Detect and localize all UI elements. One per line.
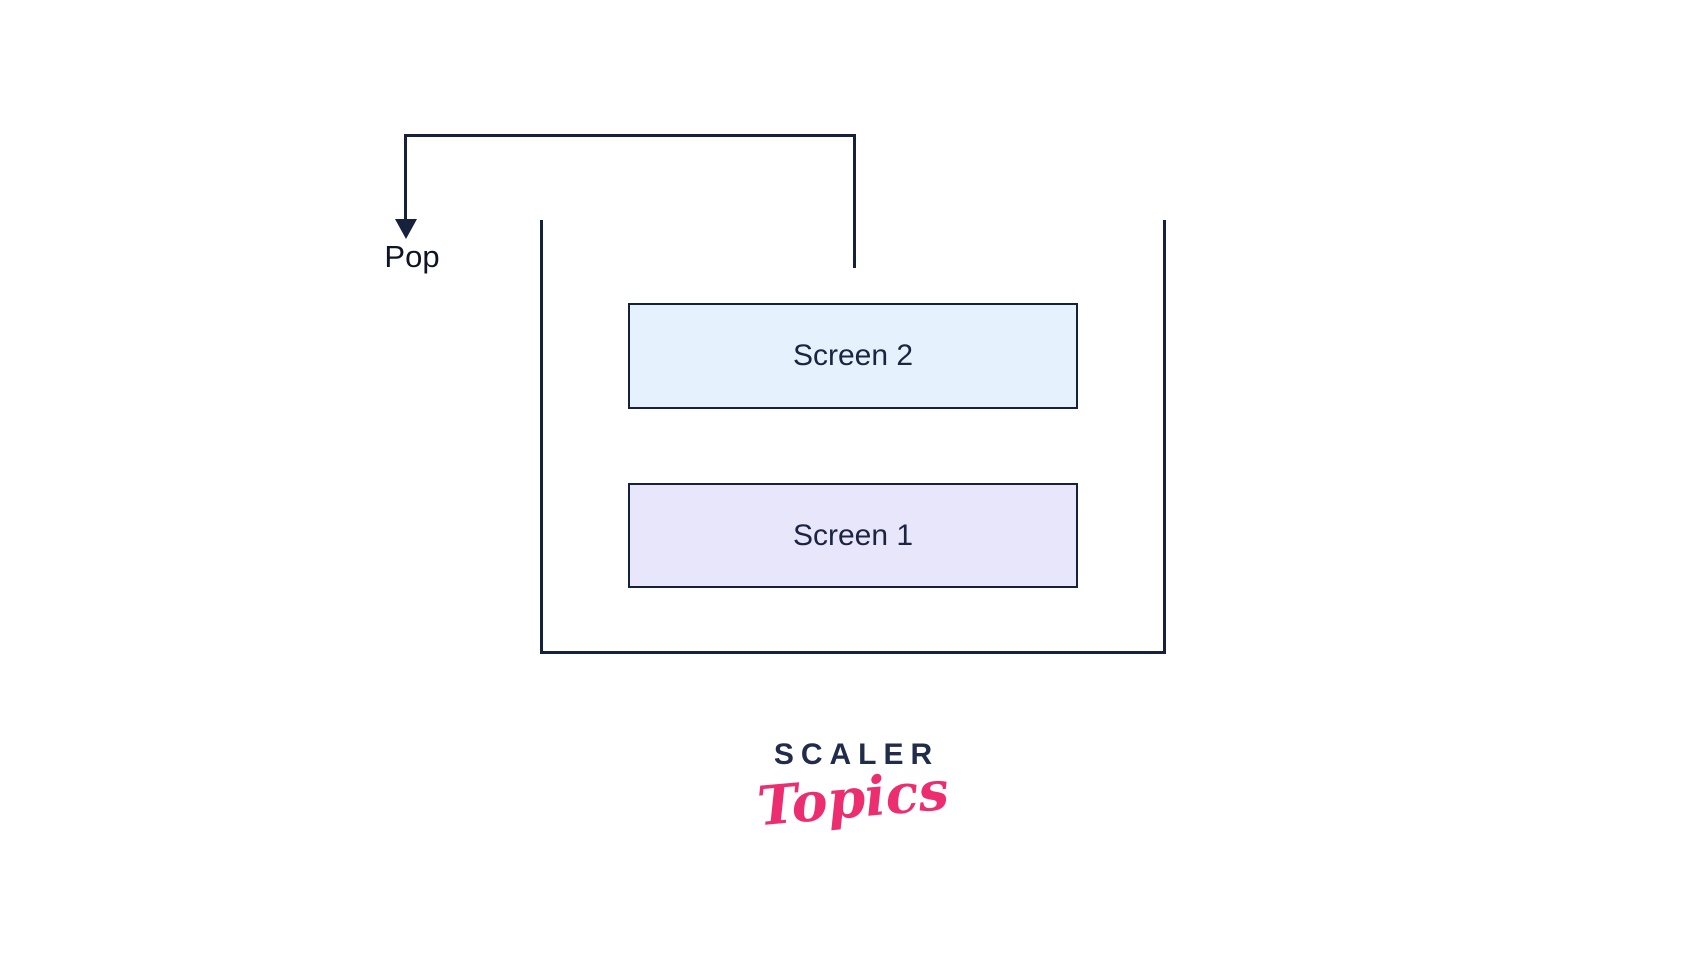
stack-container	[540, 220, 1166, 654]
arrow-down-icon	[395, 219, 417, 239]
pop-arrow-down-line	[404, 134, 407, 220]
scaler-wordmark: SCALER	[773, 738, 940, 771]
screen-box-bottom: Screen 1	[628, 483, 1078, 588]
scaler-topics-logo: SCALER Topics	[755, 738, 951, 839]
pop-label: Pop	[384, 239, 440, 274]
screen-box-top: Screen 2	[628, 303, 1078, 409]
pop-arrow-top-line	[404, 134, 856, 137]
pop-arrow-stack-line	[853, 134, 856, 268]
screen-label: Screen 1	[792, 518, 914, 552]
screen-label: Screen 2	[792, 339, 914, 372]
